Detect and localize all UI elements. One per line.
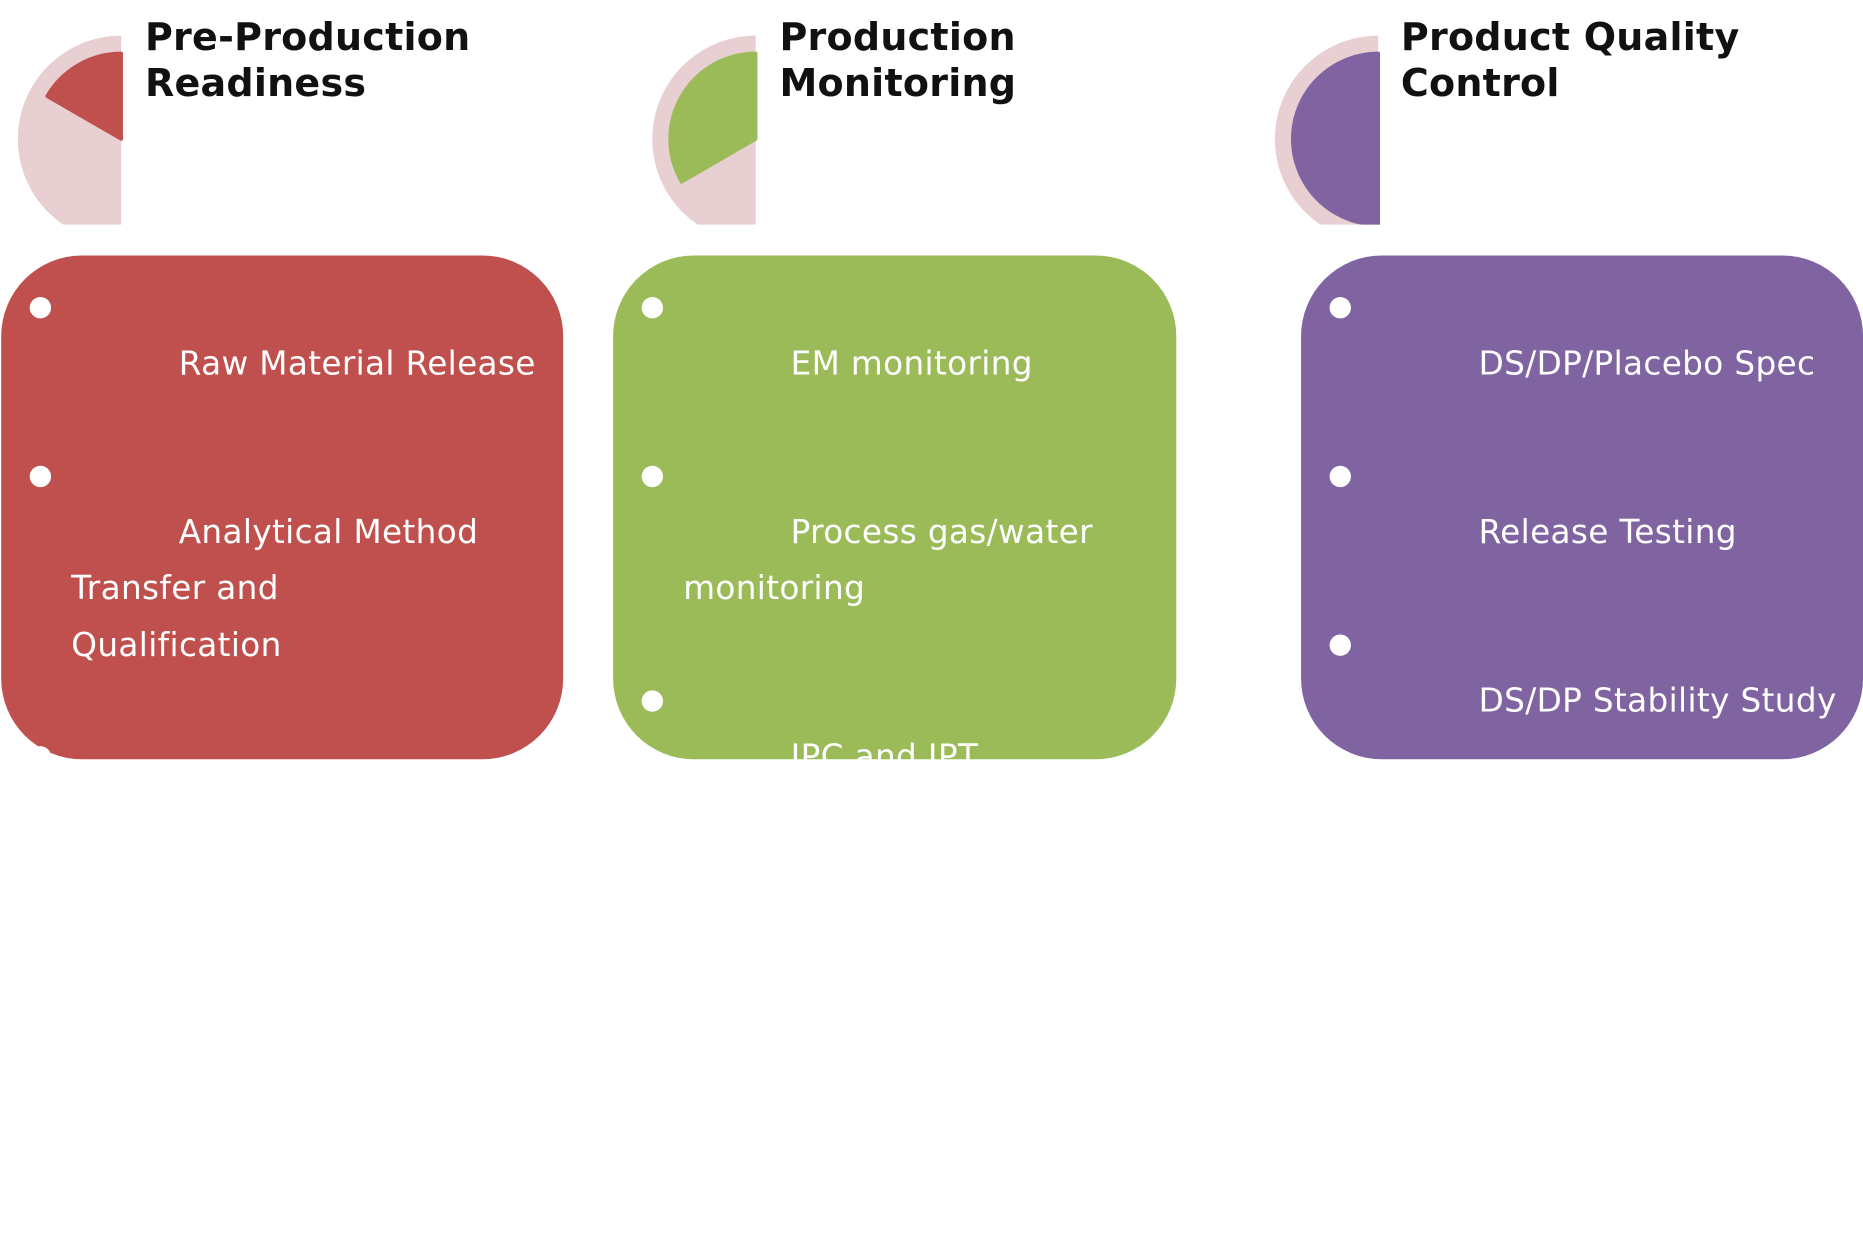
diagram: Pre-Production Readiness Raw Material Re…: [1, 14, 1863, 1170]
list-item: Release Testing: [1301, 449, 1863, 618]
list-item: IPC and IPT: [613, 674, 1176, 843]
column-card: EM monitoring Process gas/water monitorin…: [613, 255, 1177, 945]
item-text: DS/DP/Placebo Spec: [1478, 344, 1816, 383]
bullet-icon: [29, 915, 52, 937]
progress-gauge-icon: [17, 35, 123, 225]
bullet-icon: [29, 1083, 52, 1106]
bullet-icon: [1329, 971, 1351, 993]
heading-line: Product Quality: [1400, 14, 1740, 60]
item-text: Raw Material Release: [178, 344, 536, 383]
gauge-fill: [668, 51, 758, 184]
column-heading: Pre-Production Readiness: [145, 14, 470, 107]
list-item: Client Audit: [1301, 955, 1863, 1124]
list-item: Process gas/water monitoring: [613, 449, 1176, 674]
heading-line: Monitoring: [779, 60, 1017, 106]
column-heading: Production Monitoring: [779, 14, 1016, 107]
item-text: Instrument Calibration: [178, 1131, 555, 1170]
heading-line: Pre-Production: [144, 14, 471, 60]
list-item: DS/DP/Placebo Spec: [1301, 280, 1863, 449]
item-text: EM monitoring: [790, 344, 1033, 383]
item-text: Qualification: [71, 625, 282, 664]
item-text: Analytical Method: [178, 513, 479, 552]
bullet-icon: [29, 746, 52, 769]
gauge-fill: [45, 51, 123, 141]
bullet-icon: [641, 859, 663, 881]
list-item: UPB and EOPC testing: [613, 842, 1176, 1011]
item-text: Release Testing: [1478, 513, 1737, 552]
bullet-icon: [641, 690, 663, 712]
item-list: DS/DP/Placebo Spec Release Testing DS/DP…: [1301, 280, 1863, 1123]
column-card: DS/DP/Placebo Spec Release Testing DS/DP…: [1301, 255, 1863, 1057]
item-text: DS/DP Stability Study: [1478, 682, 1837, 721]
item-text: Client Audit: [1478, 1019, 1674, 1058]
heading-line: Control: [1400, 60, 1560, 106]
list-item: Raw Material Release: [1, 280, 563, 449]
list-item: Instrument Calibration: [1, 1067, 563, 1236]
bullet-icon: [29, 297, 52, 319]
list-item: Cell Bank Release: [1, 730, 563, 899]
bullet-icon: [1329, 297, 1351, 319]
progress-gauge-icon: [1274, 35, 1381, 225]
bullet-icon: [1329, 634, 1351, 656]
column-heading: Product Quality Control: [1401, 14, 1740, 107]
progress-gauge-icon: [652, 35, 758, 225]
list-item: DS/DP Stability Study: [1301, 618, 1863, 787]
item-list: EM monitoring Process gas/water monitorin…: [613, 280, 1176, 1011]
item-text: UPB and EOPC testing: [790, 906, 1159, 945]
item-text: IPC and IPT: [790, 738, 979, 777]
bullet-icon: [1329, 465, 1351, 488]
heading-line: Readiness: [144, 60, 367, 106]
bullet-icon: [641, 465, 663, 488]
item-text: Cell Bank Release: [178, 794, 477, 833]
list-item: EM monitoring: [613, 280, 1176, 449]
item-text: EM Monitoring: [178, 963, 418, 1002]
bullet-icon: [1329, 802, 1351, 825]
bullet-icon: [29, 465, 52, 488]
item-text: Sample Management: [1478, 850, 1833, 889]
list-item: Sample Management: [1301, 786, 1863, 955]
item-text: Process gas/water: [790, 513, 1093, 552]
item-text: monitoring: [683, 569, 866, 608]
bullet-icon: [641, 297, 663, 319]
list-item: EM Monitoring: [1, 899, 563, 1068]
heading-line: Production: [779, 14, 1016, 60]
gauge-fill: [1291, 51, 1381, 225]
item-text: Transfer and: [71, 569, 279, 608]
